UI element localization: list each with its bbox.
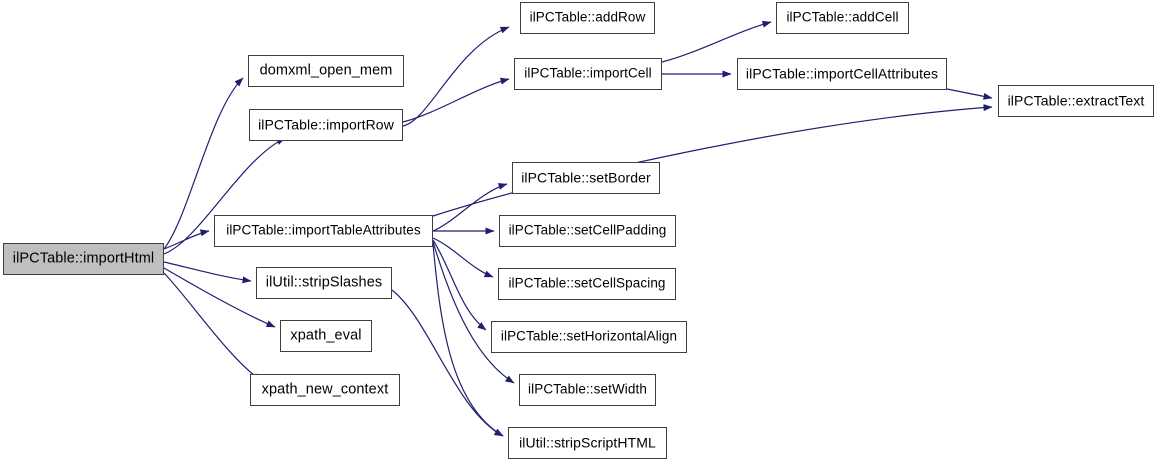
graph-node-label: ilPCTable::extractText	[1007, 92, 1145, 109]
graph-node-label: ilPCTable::setHorizontalAlign	[500, 328, 678, 344]
graph-node-label: ilPCTable::importTableAttributes	[226, 222, 421, 238]
graph-node-domxml_open_mem[interactable]: domxml_open_mem	[248, 55, 404, 87]
graph-node-label: ilPCTable::setCellPadding	[508, 222, 667, 238]
graph-node-addCell[interactable]: ilPCTable::addCell	[776, 2, 909, 34]
call-edge-importHtml-to-xpath_new_context	[163, 272, 263, 382]
graph-node-setCellSpacing[interactable]: ilPCTable::setCellSpacing	[498, 268, 676, 300]
graph-node-setCellPadding[interactable]: ilPCTable::setCellPadding	[499, 215, 676, 247]
graph-node-label: domxml_open_mem	[259, 62, 393, 79]
graph-node-importTableAttributes[interactable]: ilPCTable::importTableAttributes	[214, 215, 433, 247]
graph-node-xpath_new_context[interactable]: xpath_new_context	[250, 374, 400, 406]
graph-node-label: ilPCTable::importCell	[524, 65, 652, 81]
graph-node-stripScriptHTML[interactable]: ilUtil::stripScriptHTML	[508, 427, 667, 459]
graph-node-importHtml[interactable]: ilPCTable::importHtml	[3, 243, 164, 275]
call-edge-importCellAttributes-to-extractText	[946, 88, 993, 100]
graph-node-label: ilPCTable::setBorder	[521, 169, 651, 186]
graph-node-label: ilPCTable::importCellAttributes	[745, 65, 939, 82]
graph-node-importCellAttributes[interactable]: ilPCTable::importCellAttributes	[737, 58, 947, 90]
graph-node-label: xpath_eval	[290, 327, 362, 344]
graph-node-label: xpath_new_context	[261, 381, 389, 398]
call-edge-importHtml-to-importTableAttributes	[163, 229, 210, 250]
call-edge-importTableAttributes-to-setCellSpacing	[432, 237, 494, 278]
graph-node-label: ilPCTable::importHtml	[12, 250, 155, 267]
graph-node-importRow[interactable]: ilPCTable::importRow	[249, 109, 403, 141]
graph-node-setBorder[interactable]: ilPCTable::setBorder	[512, 162, 660, 194]
call-edge-importTableAttributes-to-setHorizontalAlign	[432, 239, 487, 331]
graph-node-label: ilUtil::stripScriptHTML	[519, 434, 656, 451]
call-edge-importRow-to-importCell	[402, 77, 510, 123]
graph-node-addRow[interactable]: ilPCTable::addRow	[520, 2, 655, 34]
graph-node-label: ilPCTable::setCellSpacing	[508, 275, 666, 291]
graph-node-label: ilUtil::stripSlashes	[265, 274, 383, 291]
call-edge-importHtml-to-stripSlashes	[163, 261, 252, 284]
call-edge-importTableAttributes-to-setBorder	[432, 183, 508, 232]
graph-node-label: ilPCTable::setWidth	[528, 381, 647, 397]
call-edge-importRow-to-addRow	[402, 26, 510, 127]
graph-node-stripSlashes[interactable]: ilUtil::stripSlashes	[256, 267, 392, 299]
graph-node-setHorizontalAlign[interactable]: ilPCTable::setHorizontalAlign	[491, 321, 687, 353]
call-edge-importCell-to-addCell	[661, 20, 772, 63]
graph-node-importCell[interactable]: ilPCTable::importCell	[514, 58, 662, 90]
graph-node-setWidth[interactable]: ilPCTable::setWidth	[519, 374, 656, 406]
graph-node-label: ilPCTable::addRow	[529, 9, 646, 25]
call-edge-importTableAttributes-to-setWidth	[432, 241, 515, 384]
graph-node-xpath_eval[interactable]: xpath_eval	[280, 320, 372, 352]
graph-node-label: ilPCTable::addCell	[786, 9, 899, 25]
graph-node-label: ilPCTable::importRow	[258, 116, 394, 133]
graph-node-extractText[interactable]: ilPCTable::extractText	[998, 85, 1154, 117]
call-edge-stripSlashes-to-stripScriptHTML	[391, 289, 504, 437]
